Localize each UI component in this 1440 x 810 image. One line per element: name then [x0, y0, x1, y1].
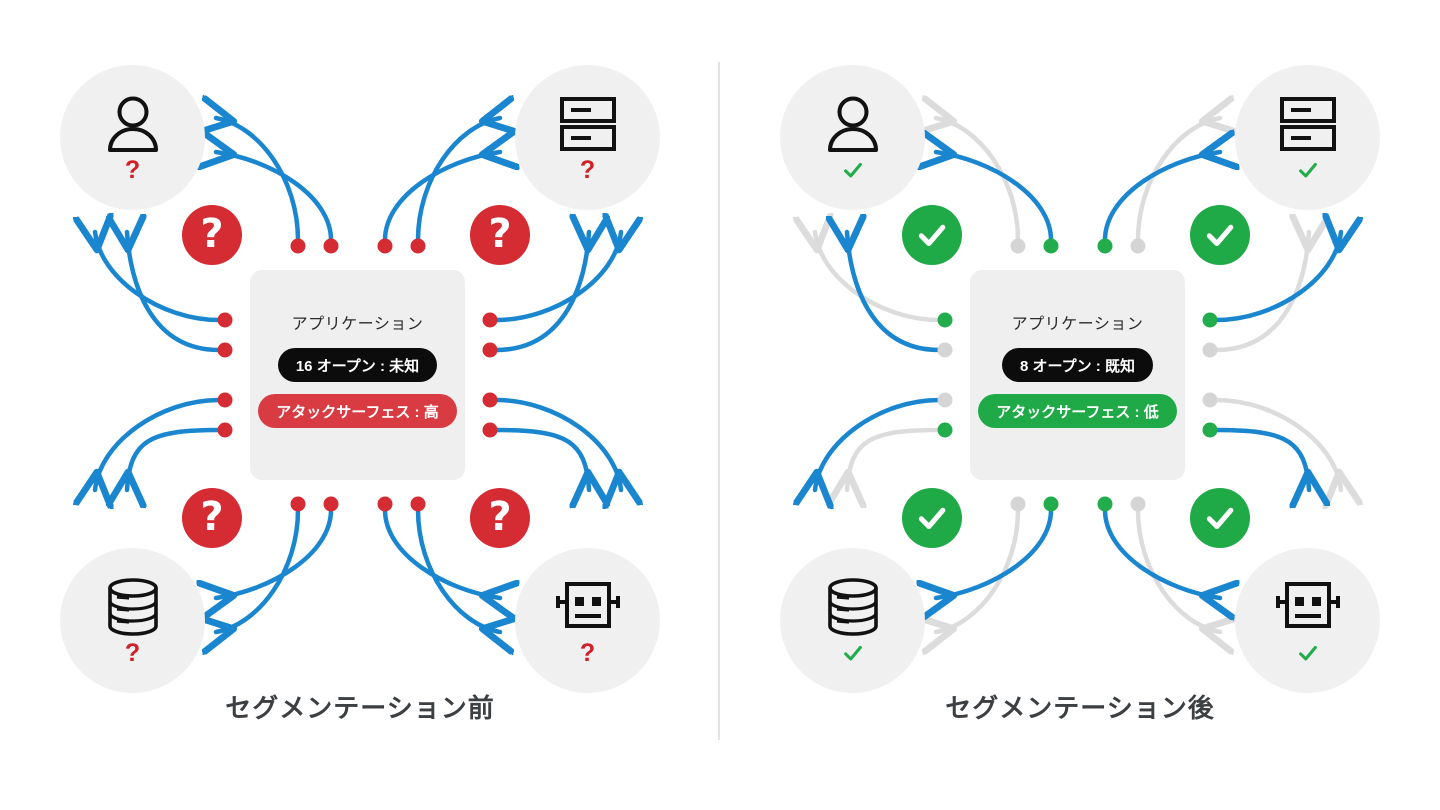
node-user-after	[780, 65, 925, 210]
node-user-before: ?	[60, 65, 205, 210]
panel-divider	[718, 62, 720, 740]
question-mark-icon: ?	[488, 210, 512, 257]
status-badge-alert: ?	[182, 488, 242, 548]
status-mark-ok	[842, 158, 864, 182]
user-icon	[107, 96, 158, 152]
user-icon	[827, 96, 878, 152]
flow-arrows-after	[720, 0, 1440, 810]
panel-after-segmentation: アプリケーション 8 オープン : 既知 アタックサーフェス : 低 セグメンテ…	[720, 0, 1440, 810]
check-icon	[843, 645, 862, 661]
node-database-after	[780, 548, 925, 693]
status-mark-unknown: ?	[579, 638, 596, 667]
panel-before-segmentation: ? ? ?	[0, 0, 720, 810]
question-mark-icon: ?	[200, 210, 224, 257]
open-ports-pill: 8 オープン : 既知	[1002, 348, 1153, 382]
panel-caption-before: セグメンテーション前	[225, 693, 495, 723]
status-mark-ok	[1297, 641, 1319, 665]
status-badge-ok	[1190, 205, 1250, 265]
check-icon	[918, 224, 946, 247]
check-icon	[1298, 645, 1317, 661]
robot-icon	[1275, 582, 1340, 628]
question-mark-icon: ?	[488, 493, 512, 540]
status-badge-alert: ?	[470, 205, 530, 265]
card-title: アプリケーション	[291, 316, 424, 333]
flow-arrows-before	[0, 0, 720, 810]
database-icon	[827, 578, 878, 636]
status-mark-unknown: ?	[124, 638, 141, 667]
check-icon	[918, 507, 946, 530]
node-database-before: ?	[60, 548, 205, 693]
status-badge-alert: ?	[470, 488, 530, 548]
status-badge-ok	[1190, 488, 1250, 548]
application-card-after: アプリケーション 8 オープン : 既知 アタックサーフェス : 低	[970, 270, 1185, 480]
attack-surface-pill: アタックサーフェス : 高	[258, 394, 457, 428]
check-icon	[1206, 507, 1234, 530]
check-icon	[1298, 162, 1317, 178]
check-icon	[1206, 224, 1234, 247]
node-server-before: ?	[515, 65, 660, 210]
attack-surface-pill: アタックサーフェス : 低	[978, 394, 1177, 428]
check-icon	[843, 162, 862, 178]
status-mark-ok	[1297, 158, 1319, 182]
server-icon	[559, 97, 616, 151]
status-mark-ok	[842, 641, 864, 665]
server-icon	[1279, 97, 1336, 151]
node-server-after	[1235, 65, 1380, 210]
node-robot-before: ?	[515, 548, 660, 693]
status-badge-alert: ?	[182, 205, 242, 265]
robot-icon	[555, 582, 620, 628]
open-ports-pill: 16 オープン : 未知	[277, 348, 438, 382]
node-robot-after	[1235, 548, 1380, 693]
application-card-before: アプリケーション 16 オープン : 未知 アタックサーフェス : 高	[250, 270, 465, 480]
database-icon	[107, 578, 158, 636]
status-mark-unknown: ?	[579, 155, 596, 184]
status-badge-ok	[902, 488, 962, 548]
card-title: アプリケーション	[1011, 316, 1144, 333]
status-badge-ok	[902, 205, 962, 265]
status-mark-unknown: ?	[124, 155, 141, 184]
question-mark-icon: ?	[200, 493, 224, 540]
panel-caption-after: セグメンテーション後	[945, 693, 1215, 723]
